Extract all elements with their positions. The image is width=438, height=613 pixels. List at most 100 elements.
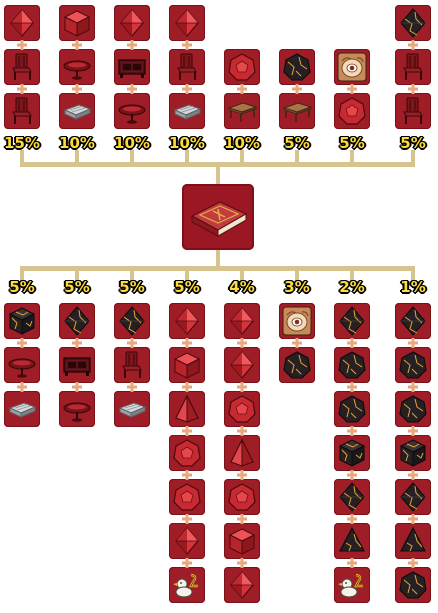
black-gold-octahedron-icon	[400, 306, 426, 336]
top-col-7-item-1[interactable]	[334, 49, 370, 85]
red-tetrahedron-icon	[175, 394, 199, 423]
black-gold-cube-icon	[338, 439, 366, 467]
top-col-5-item-1[interactable]	[224, 49, 260, 85]
top-col-4-item-1[interactable]	[169, 5, 205, 41]
percent-label: 10%	[114, 134, 150, 152]
bottom-col-8-item-4[interactable]	[395, 435, 431, 471]
bottom-col-3-item-2[interactable]	[114, 347, 150, 383]
bottom-col-4-item-4[interactable]	[169, 435, 205, 471]
bottom-col-2-item-1[interactable]	[59, 303, 95, 339]
plus-icon	[127, 338, 137, 348]
red-octahedron-icon	[230, 351, 254, 379]
plus-icon	[17, 382, 27, 392]
red-chair-icon	[12, 97, 32, 124]
bottom-col-4-item-5[interactable]	[169, 479, 205, 515]
red-chair-icon	[403, 53, 423, 80]
center-book-tile[interactable]	[182, 184, 254, 250]
red-chair-icon	[403, 97, 423, 124]
bottom-col-7-item-1[interactable]	[334, 303, 370, 339]
top-col-4-item-3[interactable]	[169, 93, 205, 129]
bottom-col-4-item-2[interactable]	[169, 347, 205, 383]
bottom-col-8-item-6[interactable]	[395, 523, 431, 559]
bottom-col-3-item-3[interactable]	[114, 391, 150, 427]
percent-label: 5%	[400, 134, 426, 152]
bottom-col-5-item-6[interactable]	[224, 523, 260, 559]
percent-label: 5%	[9, 278, 35, 296]
bottom-col-5-item-5[interactable]	[224, 479, 260, 515]
plus-icon	[408, 40, 418, 50]
plus-icon	[347, 84, 357, 94]
top-col-2-item-1[interactable]	[59, 5, 95, 41]
plus-icon	[72, 40, 82, 50]
percent-label: 4%	[229, 278, 255, 296]
top-col-1-item-1[interactable]	[4, 5, 40, 41]
bottom-col-3-item-1[interactable]	[114, 303, 150, 339]
bottom-col-7-item-3[interactable]	[334, 391, 370, 427]
percent-label: 15%	[4, 134, 40, 152]
bottom-col-1-item-3[interactable]	[4, 391, 40, 427]
bottom-col-6-item-2[interactable]	[279, 347, 315, 383]
top-col-3-item-1[interactable]	[114, 5, 150, 41]
bottom-col-2-item-3[interactable]	[59, 391, 95, 427]
top-col-3-item-3[interactable]	[114, 93, 150, 129]
bottom-col-7-item-7[interactable]	[334, 567, 370, 603]
top-col-5-item-2[interactable]	[224, 93, 260, 129]
top-col-4-item-2[interactable]	[169, 49, 205, 85]
percent-label: 5%	[284, 134, 310, 152]
top-col-1-item-3[interactable]	[4, 93, 40, 129]
top-col-6-item-1[interactable]	[279, 49, 315, 85]
bottom-col-4-item-7[interactable]	[169, 567, 205, 603]
bottom-col-8-item-3[interactable]	[395, 391, 431, 427]
grey-step-icon	[8, 402, 37, 418]
red-dodecahedron-icon	[228, 53, 256, 81]
black-gold-tetrahedron-icon	[339, 526, 365, 552]
top-col-6-item-2[interactable]	[279, 93, 315, 129]
red-dodecahedron-icon	[173, 439, 201, 467]
connector-line	[185, 266, 189, 281]
bottom-col-8-item-7[interactable]	[395, 567, 431, 603]
black-gold-tetrahedron-icon	[400, 526, 426, 552]
bottom-col-1-item-1[interactable]	[4, 303, 40, 339]
red-chair-icon	[12, 53, 32, 80]
bottom-col-4-item-6[interactable]	[169, 523, 205, 559]
bottom-col-7-item-4[interactable]	[334, 435, 370, 471]
plus-icon	[347, 558, 357, 568]
bottom-col-5-item-1[interactable]	[224, 303, 260, 339]
black-gold-dodecahedron-icon	[283, 53, 311, 81]
top-col-3-item-2[interactable]	[114, 49, 150, 85]
top-col-8-item-1[interactable]	[395, 5, 431, 41]
bottom-col-6-item-1[interactable]	[279, 303, 315, 339]
red-dodecahedron-icon	[338, 97, 366, 125]
red-cube-icon	[63, 10, 91, 37]
bottom-col-7-item-2[interactable]	[334, 347, 370, 383]
plus-icon	[127, 84, 137, 94]
plus-icon	[237, 338, 247, 348]
bottom-col-8-item-2[interactable]	[395, 347, 431, 383]
red-octahedron-icon	[230, 307, 254, 335]
bottom-col-1-item-2[interactable]	[4, 347, 40, 383]
top-col-8-item-3[interactable]	[395, 93, 431, 129]
connector-line	[75, 266, 79, 281]
bottom-col-7-item-5[interactable]	[334, 479, 370, 515]
top-col-2-item-3[interactable]	[59, 93, 95, 129]
plus-icon	[237, 382, 247, 392]
red-lamp-icon	[118, 104, 146, 124]
bottom-col-4-item-1[interactable]	[169, 303, 205, 339]
plus-icon	[17, 338, 27, 348]
bottom-col-5-item-3[interactable]	[224, 391, 260, 427]
red-chair-icon	[122, 351, 142, 378]
top-col-1-item-2[interactable]	[4, 49, 40, 85]
bottom-col-4-item-3[interactable]	[169, 391, 205, 427]
bottom-col-5-item-2[interactable]	[224, 347, 260, 383]
top-col-7-item-2[interactable]	[334, 93, 370, 129]
top-col-8-item-2[interactable]	[395, 49, 431, 85]
bottom-col-8-item-1[interactable]	[395, 303, 431, 339]
bottom-col-8-item-5[interactable]	[395, 479, 431, 515]
bottom-col-5-item-4[interactable]	[224, 435, 260, 471]
bottom-col-5-item-7[interactable]	[224, 567, 260, 603]
plus-icon	[408, 514, 418, 524]
bottom-col-2-item-2[interactable]	[59, 347, 95, 383]
bottom-col-7-item-6[interactable]	[334, 523, 370, 559]
top-col-2-item-2[interactable]	[59, 49, 95, 85]
